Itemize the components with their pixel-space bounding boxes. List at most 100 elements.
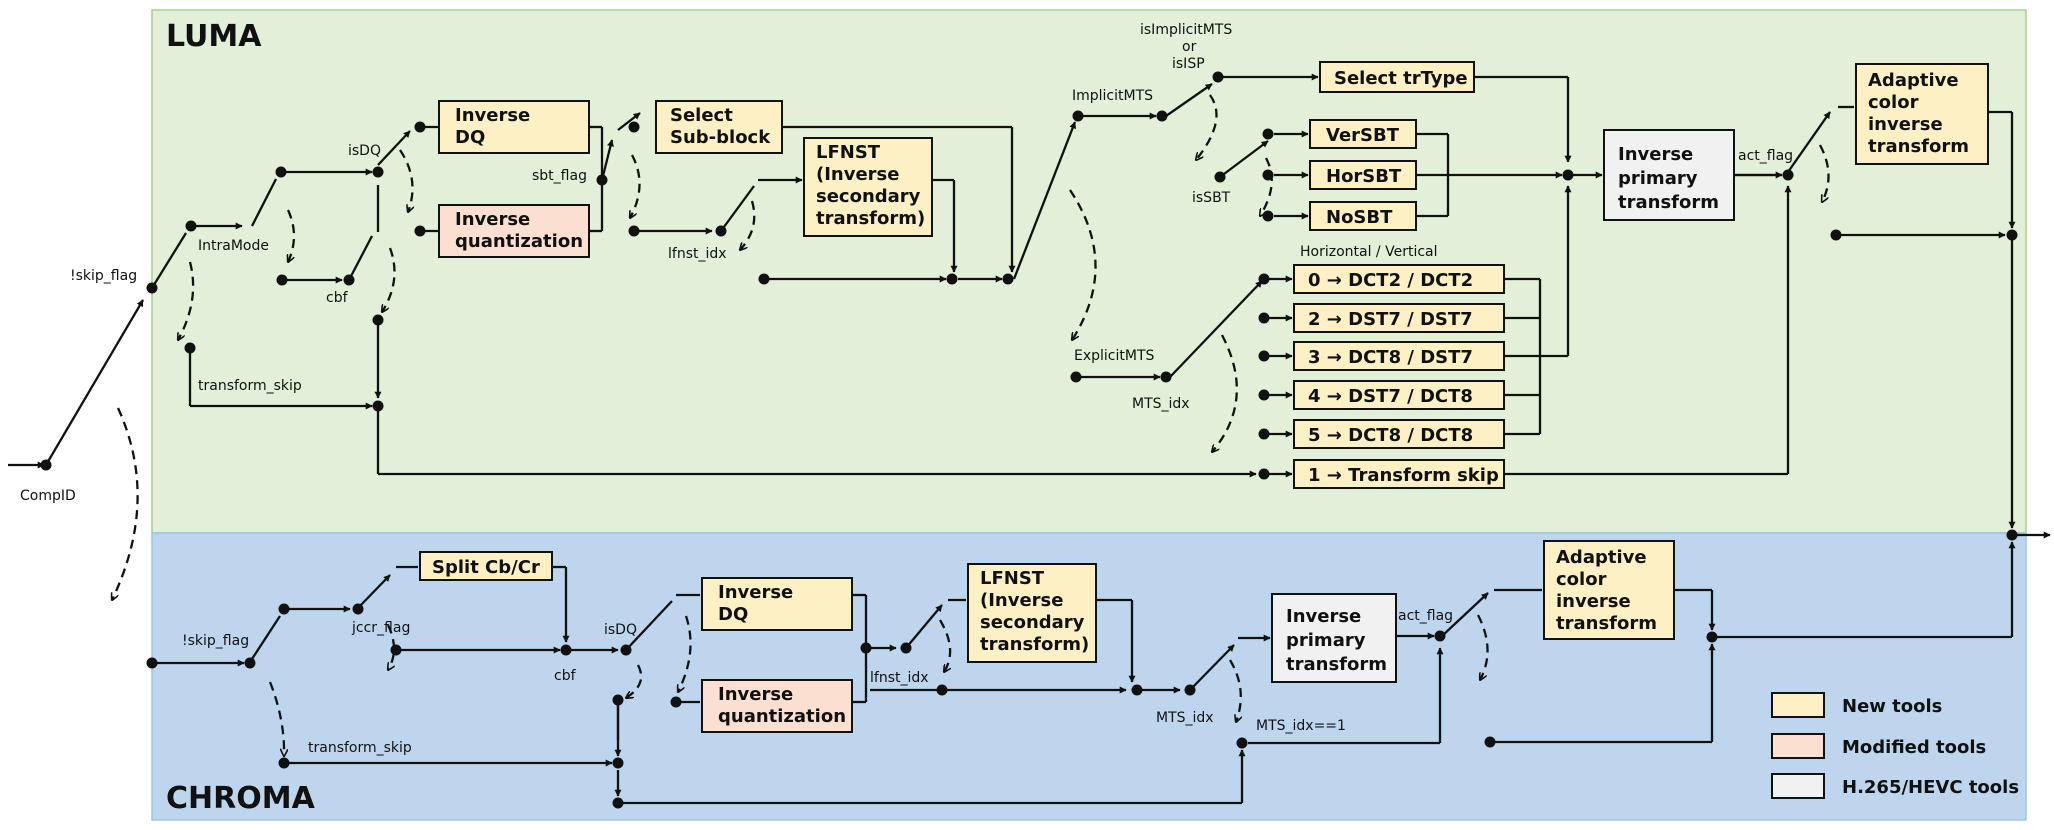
label-intramode: IntraMode (198, 238, 269, 254)
box-split-cbcr-l1: Split Cb/Cr (432, 557, 540, 578)
legend-item-modified-tools: Modified tools (1771, 733, 1986, 759)
luma-region (151, 9, 2027, 534)
legend-item-new-tools: New tools (1771, 692, 1942, 718)
box-horsbt-l1: HorSBT (1326, 166, 1402, 187)
box-luma-inverse-primary: Inverse primary transform (1603, 129, 1735, 221)
label-luma-act-flag: act_flag (1738, 148, 1793, 164)
label-horizontal-vertical: Horizontal / Vertical (1300, 244, 1438, 260)
box-chroma-lfnst-l2: (Inverse (980, 590, 1063, 611)
box-luma-inverse-primary-l2: primary (1618, 168, 1698, 189)
box-chroma-lfnst-l1: LFNST (980, 568, 1045, 589)
luma-connectors (8, 73, 2051, 539)
box-chroma-act-l2: color (1556, 569, 1607, 590)
box-horsbt: HorSBT (1309, 160, 1417, 190)
legend-swatch-new (1771, 692, 1825, 718)
box-chroma-inverse-dq-l2: DQ (718, 604, 748, 625)
box-chroma-inverse-primary-l2: primary (1286, 630, 1366, 651)
box-select-trtype: Select trType (1319, 61, 1475, 93)
box-chroma-act: Adaptive color inverse transform (1543, 540, 1675, 640)
box-luma-act-l4: transform (1868, 136, 1969, 157)
box-mts0: 0 → DCT2 / DCT2 (1293, 264, 1505, 294)
legend-label-hevc: H.265/HEVC tools (1842, 777, 2019, 798)
box-mts2-l1: 2 → DST7 / DST7 (1308, 309, 1473, 330)
label-is-implicit-3: isISP (1172, 56, 1205, 72)
box-chroma-inverse-dq: Inverse DQ (701, 577, 853, 631)
box-chroma-inverse-primary: Inverse primary transform (1271, 593, 1397, 683)
chroma-nodes (146, 603, 1718, 809)
box-select-trtype-l1: Select trType (1334, 68, 1468, 89)
box-select-subblock: Select Sub-block (655, 100, 783, 154)
chroma-switch-arcs (268, 614, 1489, 756)
legend-label-new: New tools (1842, 696, 1942, 717)
legend-swatch-hevc (1771, 773, 1825, 799)
box-split-cbcr: Split Cb/Cr (419, 551, 553, 581)
box-luma-act: Adaptive color inverse transform (1855, 63, 1989, 165)
box-luma-act-l3: inverse (1868, 114, 1943, 135)
box-mts4: 4 → DST7 / DCT8 (1293, 380, 1505, 410)
label-chroma-isdq: isDQ (604, 622, 637, 638)
box-chroma-lfnst-l4: transform) (980, 634, 1089, 655)
label-compid: CompID (20, 488, 76, 504)
label-chroma-skip-flag: !skip_flag (182, 633, 249, 649)
label-chroma-cbf: cbf (554, 668, 577, 684)
label-chroma-act-flag: act_flag (1398, 608, 1453, 624)
box-chroma-inverse-primary-l3: transform (1286, 654, 1387, 675)
box-luma-inverse-primary-l1: Inverse (1618, 144, 1693, 165)
label-luma-skip-flag: !skip_flag (70, 268, 137, 284)
legend-swatch-modified (1771, 733, 1825, 759)
box-mts1-l1: 1 → Transform skip (1308, 465, 1499, 486)
box-luma-inverse-quant-l1: Inverse (455, 209, 530, 230)
label-mts-idx-eq1: MTS_idx==1 (1256, 718, 1346, 734)
label-is-sbt: isSBT (1192, 190, 1231, 206)
box-chroma-act-l3: inverse (1556, 591, 1631, 612)
label-luma-mts-idx: MTS_idx (1132, 396, 1190, 412)
label-luma-cbf: cbf (326, 290, 349, 306)
chroma-labels: !skip_flag jccr_flag transform_skip cbf … (182, 608, 1453, 756)
label-luma-transform-skip: transform_skip (198, 378, 302, 394)
label-chroma-lfnst-idx: lfnst_idx (870, 670, 929, 686)
box-mts0-l1: 0 → DCT2 / DCT2 (1308, 270, 1473, 291)
box-luma-inverse-quant-l2: quantization (455, 231, 583, 252)
box-mts3-l1: 3 → DCT8 / DST7 (1308, 347, 1473, 368)
box-luma-inverse-quantization: Inverse quantization (438, 204, 590, 258)
luma-title: LUMA (166, 19, 262, 54)
box-chroma-act-l1: Adaptive (1556, 547, 1647, 568)
box-select-subblock-l1: Select (670, 105, 733, 126)
box-chroma-inverse-quant-l1: Inverse (718, 684, 793, 705)
legend: New tools Modified tools H.265/HEVC tool… (1771, 692, 2019, 799)
chroma-title: CHROMA (166, 781, 316, 816)
luma-labels: CompID !skip_flag IntraMode isDQ cbf tra… (20, 22, 1793, 504)
box-luma-act-l1: Adaptive (1868, 70, 1959, 91)
box-luma-inverse-primary-l3: transform (1618, 192, 1719, 213)
box-mts5-l1: 5 → DCT8 / DCT8 (1308, 425, 1473, 446)
box-chroma-inverse-quant-l2: quantization (718, 706, 846, 727)
label-chroma-mts-idx: MTS_idx (1156, 710, 1214, 726)
box-mts3: 3 → DCT8 / DST7 (1293, 341, 1505, 371)
box-nosbt-l1: NoSBT (1326, 207, 1393, 228)
label-is-implicit-2: or (1182, 39, 1197, 55)
luma-switch-arcs (112, 94, 1830, 600)
box-chroma-inverse-dq-l1: Inverse (718, 582, 793, 603)
label-implicit-mts: ImplicitMTS (1072, 88, 1153, 104)
box-nosbt: NoSBT (1309, 201, 1417, 231)
box-mts5: 5 → DCT8 / DCT8 (1293, 419, 1505, 449)
box-luma-act-l2: color (1868, 92, 1919, 113)
box-mts2: 2 → DST7 / DST7 (1293, 303, 1505, 333)
box-luma-inverse-dq-l2: DQ (455, 127, 485, 148)
box-select-subblock-l2: Sub-block (670, 127, 771, 148)
box-chroma-lfnst: LFNST (Inverse secondary transform) (967, 563, 1097, 663)
box-mts4-l1: 4 → DST7 / DCT8 (1308, 386, 1473, 407)
box-luma-lfnst-l3: secondary (816, 186, 921, 207)
chroma-connectors (152, 541, 2016, 805)
box-chroma-act-l4: transform (1556, 613, 1657, 634)
box-luma-lfnst: LFNST (Inverse secondary transform) (803, 137, 933, 237)
label-chroma-transform-skip: transform_skip (308, 740, 412, 756)
box-luma-lfnst-l4: transform) (816, 208, 925, 229)
label-luma-lfnst-idx: lfnst_idx (668, 246, 727, 262)
box-chroma-inverse-primary-l1: Inverse (1286, 606, 1361, 627)
box-mts1: 1 → Transform skip (1293, 459, 1505, 489)
box-luma-inverse-dq-l1: Inverse (455, 105, 530, 126)
label-sbt-flag: sbt_flag (532, 168, 587, 184)
label-jccr-flag: jccr_flag (351, 620, 410, 636)
